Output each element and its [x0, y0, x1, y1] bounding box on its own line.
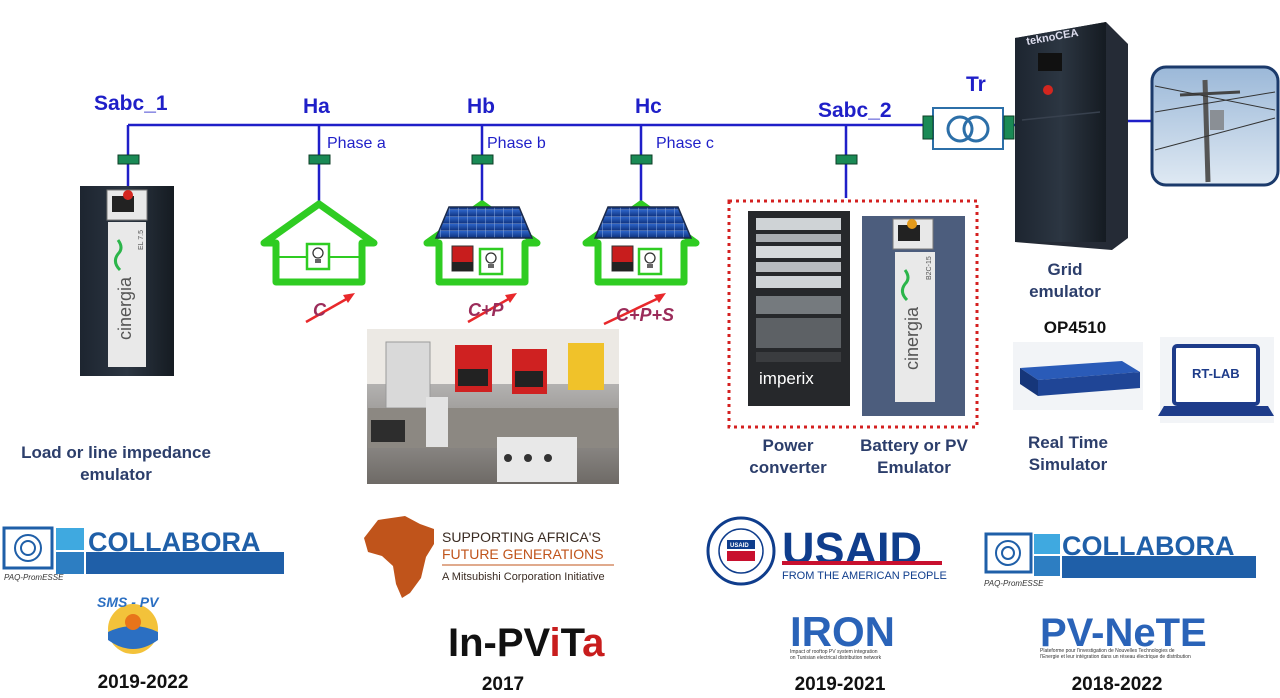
svg-text:USAID: USAID [730, 543, 749, 549]
svg-text:COLLABORA: COLLABORA [1062, 531, 1234, 561]
years-inpvita: 2017 [481, 674, 525, 695]
house-ha [260, 200, 378, 286]
svg-text:l'Energie et leur intégration: l'Energie et leur intégration dans un ré… [1040, 654, 1191, 660]
svg-text:on Tunisian electrical distrib: on Tunisian electrical distribution netw… [790, 655, 882, 661]
converter-emulator-box [727, 199, 979, 429]
svg-text:Plateforme pour l'investigatio: Plateforme pour l'investigation de Nouve… [1040, 648, 1175, 654]
collabora-logo-right: COLLABORA PAQ-PromESSE [984, 531, 1256, 588]
pv-nete-logo: PV-NeTE Plateforme pour l'investigation … [1040, 611, 1207, 660]
svg-text:cinergia: cinergia [115, 276, 135, 340]
svg-text:PV-NeTE: PV-NeTE [1040, 611, 1207, 655]
usaid-logo: USAID USAID FROM THE AMERICAN PEOPLE [706, 516, 947, 586]
svg-text:SUPPORTING AFRICA'S: SUPPORTING AFRICA'S [442, 529, 601, 545]
battery-emulator-label-line2: Emulator [877, 458, 951, 477]
project-name-part-b: i [549, 621, 561, 665]
op4510-device [1013, 342, 1143, 410]
svg-text:PAQ-PromESSE: PAQ-PromESSE [984, 579, 1044, 588]
svg-text:COLLABORA: COLLABORA [88, 527, 260, 557]
house-hb [423, 200, 541, 286]
load-label-cps: C+P+S [616, 305, 675, 325]
drop-sabc2 [835, 125, 858, 198]
iron-logo: IRON Impact of rooftop PV system integra… [790, 608, 895, 661]
house-hc [582, 200, 700, 286]
load-arrow-cps [603, 293, 666, 326]
load-emulator-label-line1: Load or line impedance [21, 443, 211, 462]
project-name-part-a: In-PV [448, 621, 550, 665]
collabora-logo-left: COLLABORA PAQ-PromESSE [2, 526, 284, 582]
load-emulator-label: Load or line impedance emulator [0, 442, 232, 486]
teknocea-grid-emulator: teknoCEA [1015, 22, 1128, 250]
load-arrow-cp [467, 293, 517, 324]
project-name-part-d: a [582, 621, 605, 665]
svg-text:imperix: imperix [759, 369, 814, 388]
years-usaid: 2019-2021 [794, 674, 886, 695]
load-label-c: C [313, 300, 326, 320]
sms-pv-logo: SMS - PV [97, 594, 160, 654]
transformer-label: Tr [966, 73, 986, 96]
phase-label-c: Phase c [656, 135, 714, 152]
project-name-inpvita: In-PViTa [448, 621, 604, 666]
power-converter-label: Power converter [733, 435, 843, 479]
svg-text:USAID: USAID [782, 523, 922, 574]
rts-label-line2: Simulator [1028, 455, 1108, 474]
drop-sabc1 [117, 125, 140, 186]
drop-hb [471, 125, 494, 204]
power-converter-label-line1: Power [762, 436, 814, 455]
lab-photo [367, 329, 619, 484]
cinergia-load-emulator: cinergia EL 7.5 [80, 186, 174, 376]
svg-text:Impact of rooftop PV system in: Impact of rooftop PV system integration [790, 649, 878, 655]
svg-text:SMS - PV: SMS - PV [97, 594, 160, 610]
bus-label-ha: Ha [303, 95, 330, 118]
grid-emulator-label: Grid emulator [1029, 260, 1101, 301]
cinergia-battery-emulator: cinergia B2C-15 [862, 216, 965, 416]
load-emulator-label-line2: emulator [80, 465, 152, 484]
op4510-label: OP4510 [1043, 318, 1107, 337]
rtlab-label: RT-LAB [1192, 366, 1240, 381]
years-collabora-right: 2018-2022 [1071, 674, 1163, 695]
svg-text:IRON: IRON [790, 608, 895, 655]
svg-text:PAQ-PromESSE: PAQ-PromESSE [4, 573, 64, 582]
svg-text:B2C-15: B2C-15 [926, 256, 933, 280]
battery-emulator-label: Battery or PV Emulator [852, 435, 976, 479]
power-converter-label-line2: converter [749, 458, 827, 477]
transformer-symbol [922, 107, 1015, 150]
load-label-cp: C+P [468, 300, 504, 320]
years-collabora-left: 2019-2022 [97, 672, 189, 693]
phase-label-b: Phase b [487, 135, 546, 152]
svg-text:EL 7.5: EL 7.5 [138, 230, 145, 250]
rts-label-line1: Real Time [1027, 433, 1108, 452]
drop-ha [308, 125, 331, 204]
battery-emulator-label-line1: Battery or PV [860, 436, 968, 455]
imperix-power-converter: imperix [748, 211, 850, 406]
svg-text:FROM THE AMERICAN PEOPLE: FROM THE AMERICAN PEOPLE [782, 570, 947, 582]
power-line-photo [1150, 65, 1280, 187]
bus-label-hb: Hb [467, 95, 495, 118]
rts-label: Real Time Simulator [1008, 432, 1128, 476]
phase-label-a: Phase a [327, 135, 386, 152]
rtlab-laptop [1158, 337, 1274, 423]
svg-text:A Mitsubishi Corporation Initi: A Mitsubishi Corporation Initiative [442, 571, 605, 583]
project-name-part-c: T [560, 621, 583, 665]
bus-label-sabc2: Sabc_2 [818, 99, 892, 122]
svg-text:cinergia: cinergia [902, 306, 922, 370]
svg-text:FUTURE GENERATIONS: FUTURE GENERATIONS [442, 546, 604, 562]
bus-label-sabc1: Sabc_1 [94, 92, 168, 115]
bus-label-hc: Hc [635, 95, 662, 118]
africa-logo: SUPPORTING AFRICA'S FUTURE GENERATIONS A… [364, 516, 614, 598]
load-arrow-c [305, 293, 355, 324]
drop-hc [630, 125, 653, 204]
